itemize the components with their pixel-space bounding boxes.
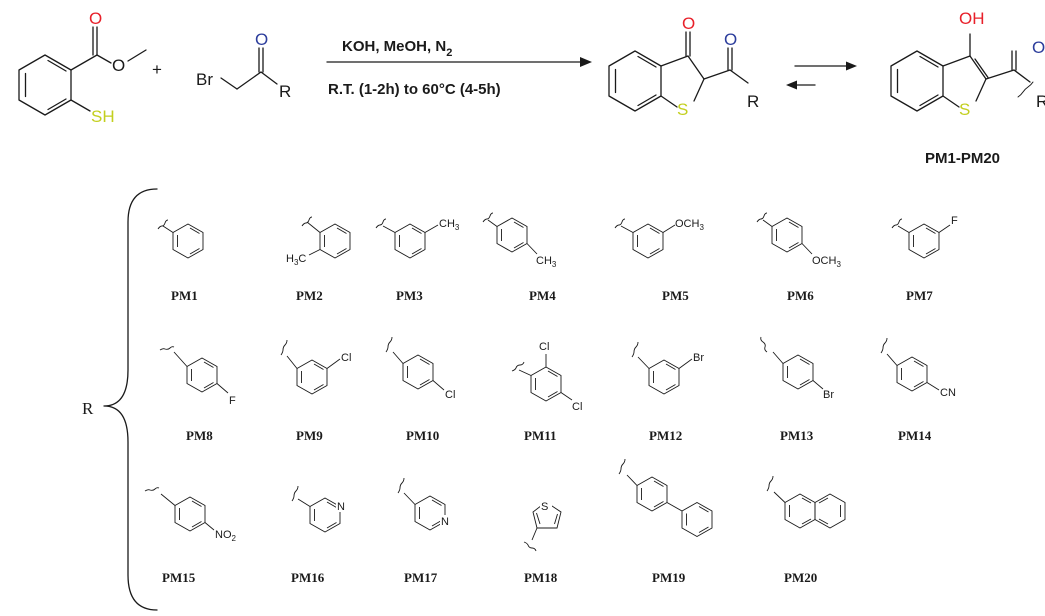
cpd-label-pm6: PM6: [787, 288, 814, 303]
cpd-label-pm3: PM3: [396, 288, 423, 303]
r-brace-label: R: [82, 399, 94, 418]
reactant-bromo-ketone: Br O R: [196, 30, 291, 101]
cpd-pm14-substituent: CN: [940, 387, 956, 399]
cpd-pm2-substituent: H3C: [286, 253, 306, 267]
cpd-label-pm12: PM12: [649, 428, 682, 443]
cpd-label-pm15: PM15: [162, 570, 196, 585]
cpd-pm10-structure: Cl: [385, 336, 455, 401]
cpd-pm8-substituent: F: [229, 395, 236, 407]
cpd-pm6-structure: OCH3: [756, 212, 841, 269]
cpd-label-pm10: PM10: [406, 428, 439, 443]
cpd-pm14-structure: CN: [880, 337, 956, 399]
cpd-pm19-structure: [618, 458, 713, 538]
ester-oxygen: O: [112, 56, 125, 75]
cpd-pm16-structure: N: [291, 485, 346, 533]
cpd-label-pm4: PM4: [529, 288, 556, 303]
cpd-pm16-substituent: N: [337, 501, 345, 513]
cpd-label-pm20: PM20: [784, 570, 817, 585]
ester-carbonyl-oxygen: O: [89, 9, 102, 28]
cpd-label-pm2: PM2: [296, 288, 323, 303]
cpd-pm15-substituent: NO2: [215, 529, 237, 543]
reactant-methyl-thiosalicylate: O O SH: [18, 9, 147, 126]
ketone-oxygen: O: [255, 30, 268, 49]
plus-sign: +: [152, 60, 162, 79]
cpd-pm18-structure: S: [523, 500, 562, 552]
cpd-label-pm18: PM18: [524, 570, 558, 585]
enol-acyl-oxygen: O: [1032, 38, 1045, 57]
product-series-label: PM1-PM20: [925, 150, 1000, 167]
conditions-reagents: KOH, MeOH, N2: [342, 38, 452, 59]
cpd-pm11-substituent-para: Cl: [572, 401, 582, 413]
cpd-pm17-structure: N: [397, 477, 450, 531]
keto-tautomer: O O S R: [608, 14, 759, 119]
cpd-pm15-structure: NO2: [144, 487, 237, 543]
enol-sulfur: S: [959, 100, 970, 119]
cpd-pm5-structure: OCH3: [614, 218, 704, 259]
cpd-label-pm11: PM11: [524, 428, 557, 443]
reaction-arrow-head: [580, 57, 592, 67]
enol-hydroxyl: OH: [959, 9, 985, 28]
cpd-label-pm1: PM1: [171, 288, 198, 303]
r-group-enol: R: [1036, 92, 1045, 111]
cpd-label-pm13: PM13: [780, 428, 814, 443]
cpd-pm11-substituent-ortho: Cl: [539, 341, 549, 353]
cpd-pm8-structure: F: [159, 346, 236, 407]
cpd-pm12-substituent: Br: [693, 352, 704, 364]
cpd-pm12-structure: Br: [631, 341, 704, 395]
thiol-group: SH: [91, 107, 115, 126]
r-group-keto: R: [747, 92, 759, 111]
conditions-temperature: R.T. (1-2h) to 60°C (4-5h): [328, 81, 501, 98]
cpd-pm7-substituent: F: [951, 215, 958, 227]
r-group-brace: R: [82, 188, 158, 611]
cpd-pm4-structure: CH3: [482, 212, 557, 269]
cpd-pm3-substituent: CH3: [439, 218, 460, 232]
r-group-reactant: R: [279, 82, 291, 101]
cpd-label-pm8: PM8: [186, 428, 213, 443]
keto-acyl-oxygen: O: [724, 30, 737, 49]
bromine-atom: Br: [196, 70, 213, 89]
cpd-label-pm19: PM19: [652, 570, 686, 585]
cpd-label-pm16: PM16: [291, 570, 325, 585]
cpd-pm7-structure: F: [891, 215, 958, 259]
cpd-pm9-structure: Cl: [280, 339, 351, 395]
reaction-conditions: KOH, MeOH, N2 R.T. (1-2h) to 60°C (4-5h): [326, 38, 592, 98]
cpd-pm18-substituent: S: [541, 501, 548, 513]
cpd-pm2-structure: H3C: [286, 216, 351, 267]
cpd-label-pm17: PM17: [404, 570, 438, 585]
cpd-pm1-structure: [157, 219, 204, 259]
cpd-label-pm5: PM5: [662, 288, 689, 303]
cpd-pm13-structure: Br: [760, 336, 834, 401]
cpd-pm3-structure: CH3: [375, 218, 460, 259]
keto-ring-oxygen: O: [682, 14, 695, 33]
cpd-pm6-substituent: OCH3: [812, 255, 841, 269]
cpd-pm10-substituent: Cl: [445, 389, 455, 401]
substituent-table: PM1 H3C PM2 CH3 PM3 CH3 PM4: [144, 212, 958, 585]
cpd-pm20-structure: [766, 475, 846, 529]
cpd-label-pm9: PM9: [296, 428, 323, 443]
cpd-pm4-substituent: CH3: [536, 255, 557, 269]
cpd-label-pm7: PM7: [906, 288, 933, 303]
equilibrium-arrows: [786, 61, 857, 90]
cpd-pm17-substituent: N: [441, 516, 449, 528]
cpd-pm9-substituent: Cl: [341, 352, 351, 364]
cpd-pm13-substituent: Br: [823, 389, 834, 401]
cpd-pm5-substituent: OCH3: [675, 218, 704, 232]
enol-tautomer: OH O S R: [890, 9, 1045, 119]
cpd-pm11-structure: Cl Cl: [511, 341, 582, 413]
keto-sulfur: S: [677, 100, 688, 119]
cpd-label-pm14: PM14: [898, 428, 932, 443]
